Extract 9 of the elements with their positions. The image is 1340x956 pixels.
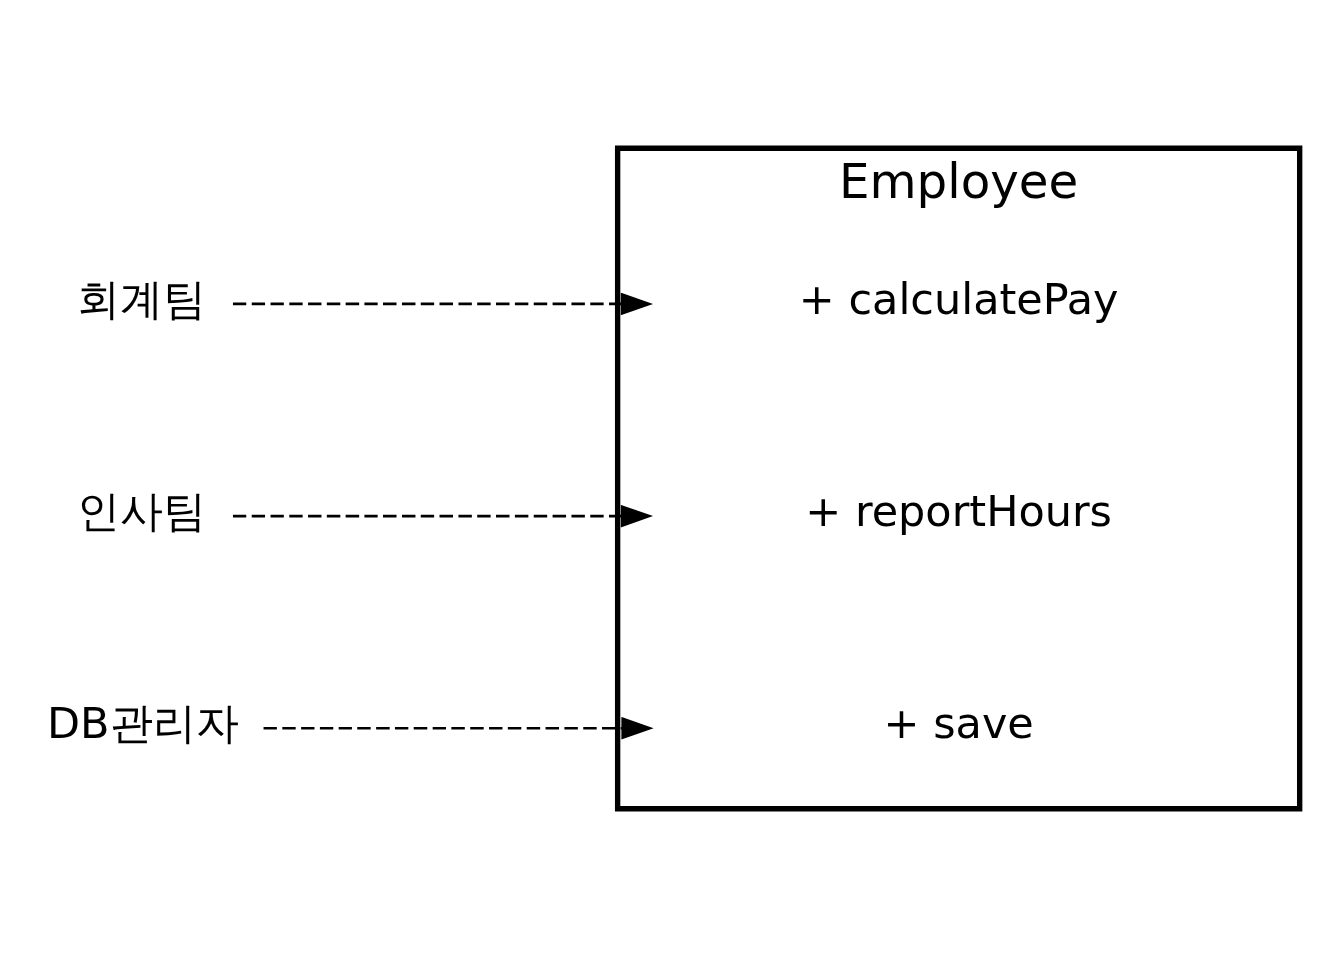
arrow: [232, 504, 654, 527]
node-text: 인사팀: [76, 485, 206, 536]
arrow: [263, 716, 654, 739]
node-text: DB관리자: [47, 697, 239, 748]
node-text: 회계팀: [76, 273, 206, 324]
node-text: + reportHours: [805, 485, 1112, 536]
node-text: + save: [883, 697, 1034, 748]
arrow: [232, 292, 654, 315]
node-text: + calculatePay: [798, 273, 1119, 324]
